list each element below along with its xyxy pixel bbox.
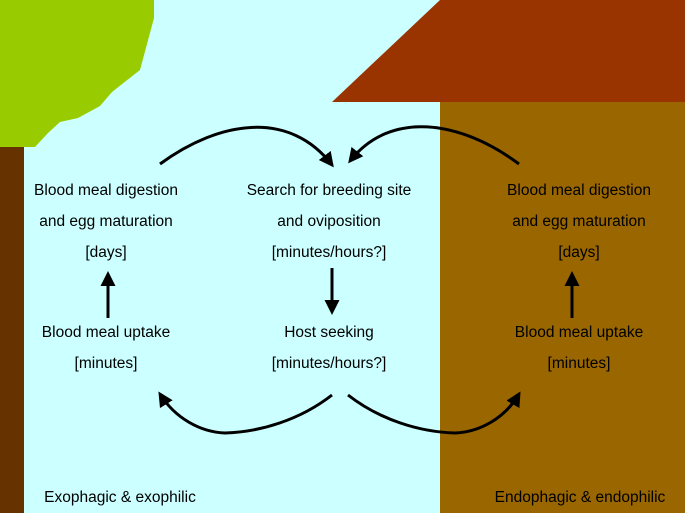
indoor-digestion-label-line2: and egg maturation bbox=[512, 213, 646, 230]
outdoor-uptake-label: Blood meal uptake bbox=[41, 324, 171, 341]
indoor-digestion-label-line1: Blood meal digestion bbox=[507, 182, 651, 199]
arrow-host-seeking-to-outdoor-uptake bbox=[158, 391, 333, 435]
tree-foliage bbox=[0, 0, 154, 147]
oviposition-label-line1: Search for breeding site bbox=[246, 182, 412, 199]
indoor-uptake-label: Blood meal uptake bbox=[514, 324, 644, 341]
house-wall bbox=[440, 102, 685, 513]
arrow-outdoor-digestion-to-oviposition bbox=[159, 125, 334, 168]
outdoor-digestion-label-line2: and egg maturation bbox=[39, 213, 173, 230]
outdoor-caption: Exophagic & exophilic bbox=[44, 489, 196, 506]
house-roof bbox=[332, 0, 685, 102]
arrow-host-seeking-to-indoor-uptake bbox=[347, 391, 521, 435]
outdoor-digestion-duration: [days] bbox=[85, 244, 127, 261]
indoor-uptake-duration: [minutes] bbox=[547, 355, 611, 372]
outdoor-digestion-label-line1: Blood meal digestion bbox=[34, 182, 178, 199]
oviposition-label-line2: and oviposition bbox=[277, 213, 381, 230]
outdoor-uptake-duration: [minutes] bbox=[74, 355, 138, 372]
indoor-caption: Endophagic & endophilic bbox=[494, 489, 666, 506]
tree-trunk bbox=[0, 147, 24, 513]
arrow-indoor-digestion-to-oviposition bbox=[348, 125, 520, 166]
indoor-digestion-duration: [days] bbox=[558, 244, 600, 261]
oviposition-duration: [minutes/hours?] bbox=[271, 244, 387, 261]
host-seeking-duration: [minutes/hours?] bbox=[271, 355, 387, 372]
host-seeking-label: Host seeking bbox=[284, 324, 374, 341]
